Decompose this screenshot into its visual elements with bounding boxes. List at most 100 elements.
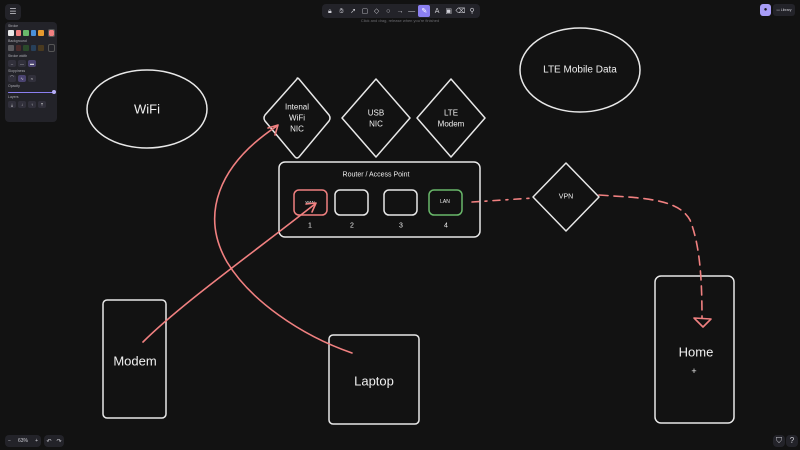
hamburger-menu-icon[interactable]: ☰ xyxy=(5,4,21,20)
lte-modem-diamond[interactable] xyxy=(416,78,486,158)
internal-wifi-nic-diamond[interactable] xyxy=(263,77,331,159)
laptop-box[interactable] xyxy=(328,334,420,425)
extra-tools-icon[interactable]: ⚲ xyxy=(469,7,475,15)
port-number-3: 3 xyxy=(399,223,403,230)
sloppiness-artist-option[interactable]: ∿ xyxy=(18,74,26,82)
stroke-width-label: Stroke width xyxy=(8,54,28,58)
help-icon[interactable]: ? xyxy=(786,435,798,447)
bg-current-swatch[interactable] xyxy=(47,44,55,52)
rectangle-icon[interactable]: ▢ xyxy=(361,7,369,15)
stroke-width-row: – — ▬ xyxy=(8,59,54,67)
bg-swatch-green[interactable] xyxy=(23,45,29,51)
stroke-swatch-white[interactable] xyxy=(8,30,14,36)
laptop-label: Laptop xyxy=(354,374,394,389)
stroke-current-swatch[interactable] xyxy=(47,29,55,37)
library-button[interactable]: ▭ Library xyxy=(773,4,795,16)
lte-mobile-data-ellipse[interactable] xyxy=(519,27,641,113)
top-toolbar: 🔒︎ ✋︎ ➚ ▢ ◇ ○ → — ✎ A ▣ ⌫ ⚲ xyxy=(322,4,480,18)
router-port-2[interactable] xyxy=(334,189,369,216)
arrow-modem-to-wan-head xyxy=(305,202,317,213)
diamond-icon[interactable]: ◇ xyxy=(373,7,380,15)
bg-swatch-blue[interactable] xyxy=(30,45,36,51)
pencil-icon[interactable]: ✎ xyxy=(418,5,431,17)
bg-swatch-transparent[interactable] xyxy=(8,45,14,51)
bring-forward-icon[interactable]: ↑ xyxy=(28,100,36,108)
usb-nic-diamond[interactable] xyxy=(341,78,411,158)
redo-button[interactable]: ↷ xyxy=(56,438,62,445)
port-number-1: 1 xyxy=(308,223,312,230)
zoom-in-button[interactable]: + xyxy=(35,438,38,444)
home-label: Home xyxy=(679,345,714,360)
router-box[interactable] xyxy=(278,161,481,238)
vpn-diamond[interactable] xyxy=(532,162,600,232)
router-port-1[interactable] xyxy=(293,189,328,216)
width-bold-option[interactable]: — xyxy=(18,59,26,67)
opacity-knob[interactable] xyxy=(52,90,56,94)
bring-to-front-icon[interactable]: ⤒ xyxy=(38,100,46,108)
zoom-level[interactable]: 63% xyxy=(17,438,28,444)
stroke-swatch-orange[interactable] xyxy=(38,30,44,36)
wifi-ellipse[interactable] xyxy=(86,69,208,149)
send-backward-icon[interactable]: ↓ xyxy=(18,100,26,108)
width-thin-option[interactable]: – xyxy=(8,59,16,67)
shield-icon[interactable]: ⛉ xyxy=(773,435,785,447)
tool-hint: Click and drag, release when you're fini… xyxy=(360,18,440,23)
router-port-4[interactable] xyxy=(428,189,463,216)
library-icon: ▭ xyxy=(776,8,780,12)
lock-icon[interactable]: 🔒︎ xyxy=(327,7,332,15)
text-icon[interactable]: A xyxy=(434,7,440,15)
bg-swatch-red[interactable] xyxy=(15,45,21,51)
width-extra-bold-option[interactable]: ▬ xyxy=(28,59,36,67)
opacity-slider[interactable] xyxy=(8,89,56,95)
arrow-vpn-to-home-head xyxy=(693,317,712,328)
stroke-swatch-red[interactable] xyxy=(15,30,21,36)
opacity-label: Opacity xyxy=(8,84,20,88)
lte-modem-line-1: LTE xyxy=(444,109,458,118)
zoom-out-button[interactable]: − xyxy=(8,438,11,444)
usb-nic-line-2: NIC xyxy=(369,120,383,129)
sloppiness-architect-option[interactable]: ⌒ xyxy=(8,74,16,82)
background-color-row xyxy=(8,44,55,52)
stroke-label: Stroke xyxy=(8,24,19,28)
vpn-label: VPN xyxy=(559,194,573,201)
internal-wifi-nic-line-3: NIC xyxy=(290,125,304,134)
arrow-vpn-to-home[interactable] xyxy=(598,194,703,319)
stroke-swatch-blue[interactable] xyxy=(30,30,36,36)
undo-button[interactable]: ↶ xyxy=(46,438,52,445)
zoom-controls: − 63% + xyxy=(5,435,41,447)
internal-wifi-nic-line-1: Intenal xyxy=(285,103,309,112)
arrow-modem-to-wan[interactable] xyxy=(142,203,316,343)
home-marker: + xyxy=(691,366,696,376)
stroke-swatch-green[interactable] xyxy=(23,30,29,36)
lte-mobile-data-label: LTE Mobile Data xyxy=(543,65,617,76)
collaborator-avatar[interactable]: ● xyxy=(760,4,771,16)
properties-panel: Stroke Background Stroke width – — ▬ Slo… xyxy=(5,22,57,122)
sloppiness-label: Sloppiness xyxy=(8,69,26,73)
line-icon[interactable]: — xyxy=(408,7,416,15)
bg-swatch-orange[interactable] xyxy=(38,45,44,51)
lte-modem-line-2: Modem xyxy=(438,120,465,129)
image-icon[interactable]: ▣ xyxy=(445,7,453,15)
router-port-3[interactable] xyxy=(383,189,418,216)
router-title: Router / Access Point xyxy=(343,172,410,179)
arrow-icon[interactable]: → xyxy=(396,7,404,15)
ellipse-icon[interactable]: ○ xyxy=(386,7,391,15)
send-to-back-icon[interactable]: ⤓ xyxy=(8,100,16,108)
pointer-icon[interactable]: ➚ xyxy=(350,7,357,15)
arrow-lan-to-vpn[interactable] xyxy=(471,197,534,203)
modem-box[interactable] xyxy=(102,299,167,419)
sloppiness-cartoonist-option[interactable]: ≈ xyxy=(28,74,36,82)
arrow-laptop-to-wifi-nic[interactable] xyxy=(213,125,353,354)
home-box[interactable] xyxy=(654,275,735,424)
undo-redo-controls: ↶ ↷ xyxy=(44,435,64,447)
usb-nic-line-1: USB xyxy=(368,109,384,118)
hand-icon[interactable]: ✋︎ xyxy=(339,7,344,15)
sloppiness-row: ⌒ ∿ ≈ xyxy=(8,74,54,82)
eraser-icon[interactable]: ⌫ xyxy=(455,7,466,15)
layers-row: ⤓ ↓ ↑ ⤒ xyxy=(8,100,54,108)
port-number-4: 4 xyxy=(444,223,448,230)
port-number-2: 2 xyxy=(350,223,354,230)
opacity-fill xyxy=(8,91,54,93)
background-label: Background xyxy=(8,39,27,43)
